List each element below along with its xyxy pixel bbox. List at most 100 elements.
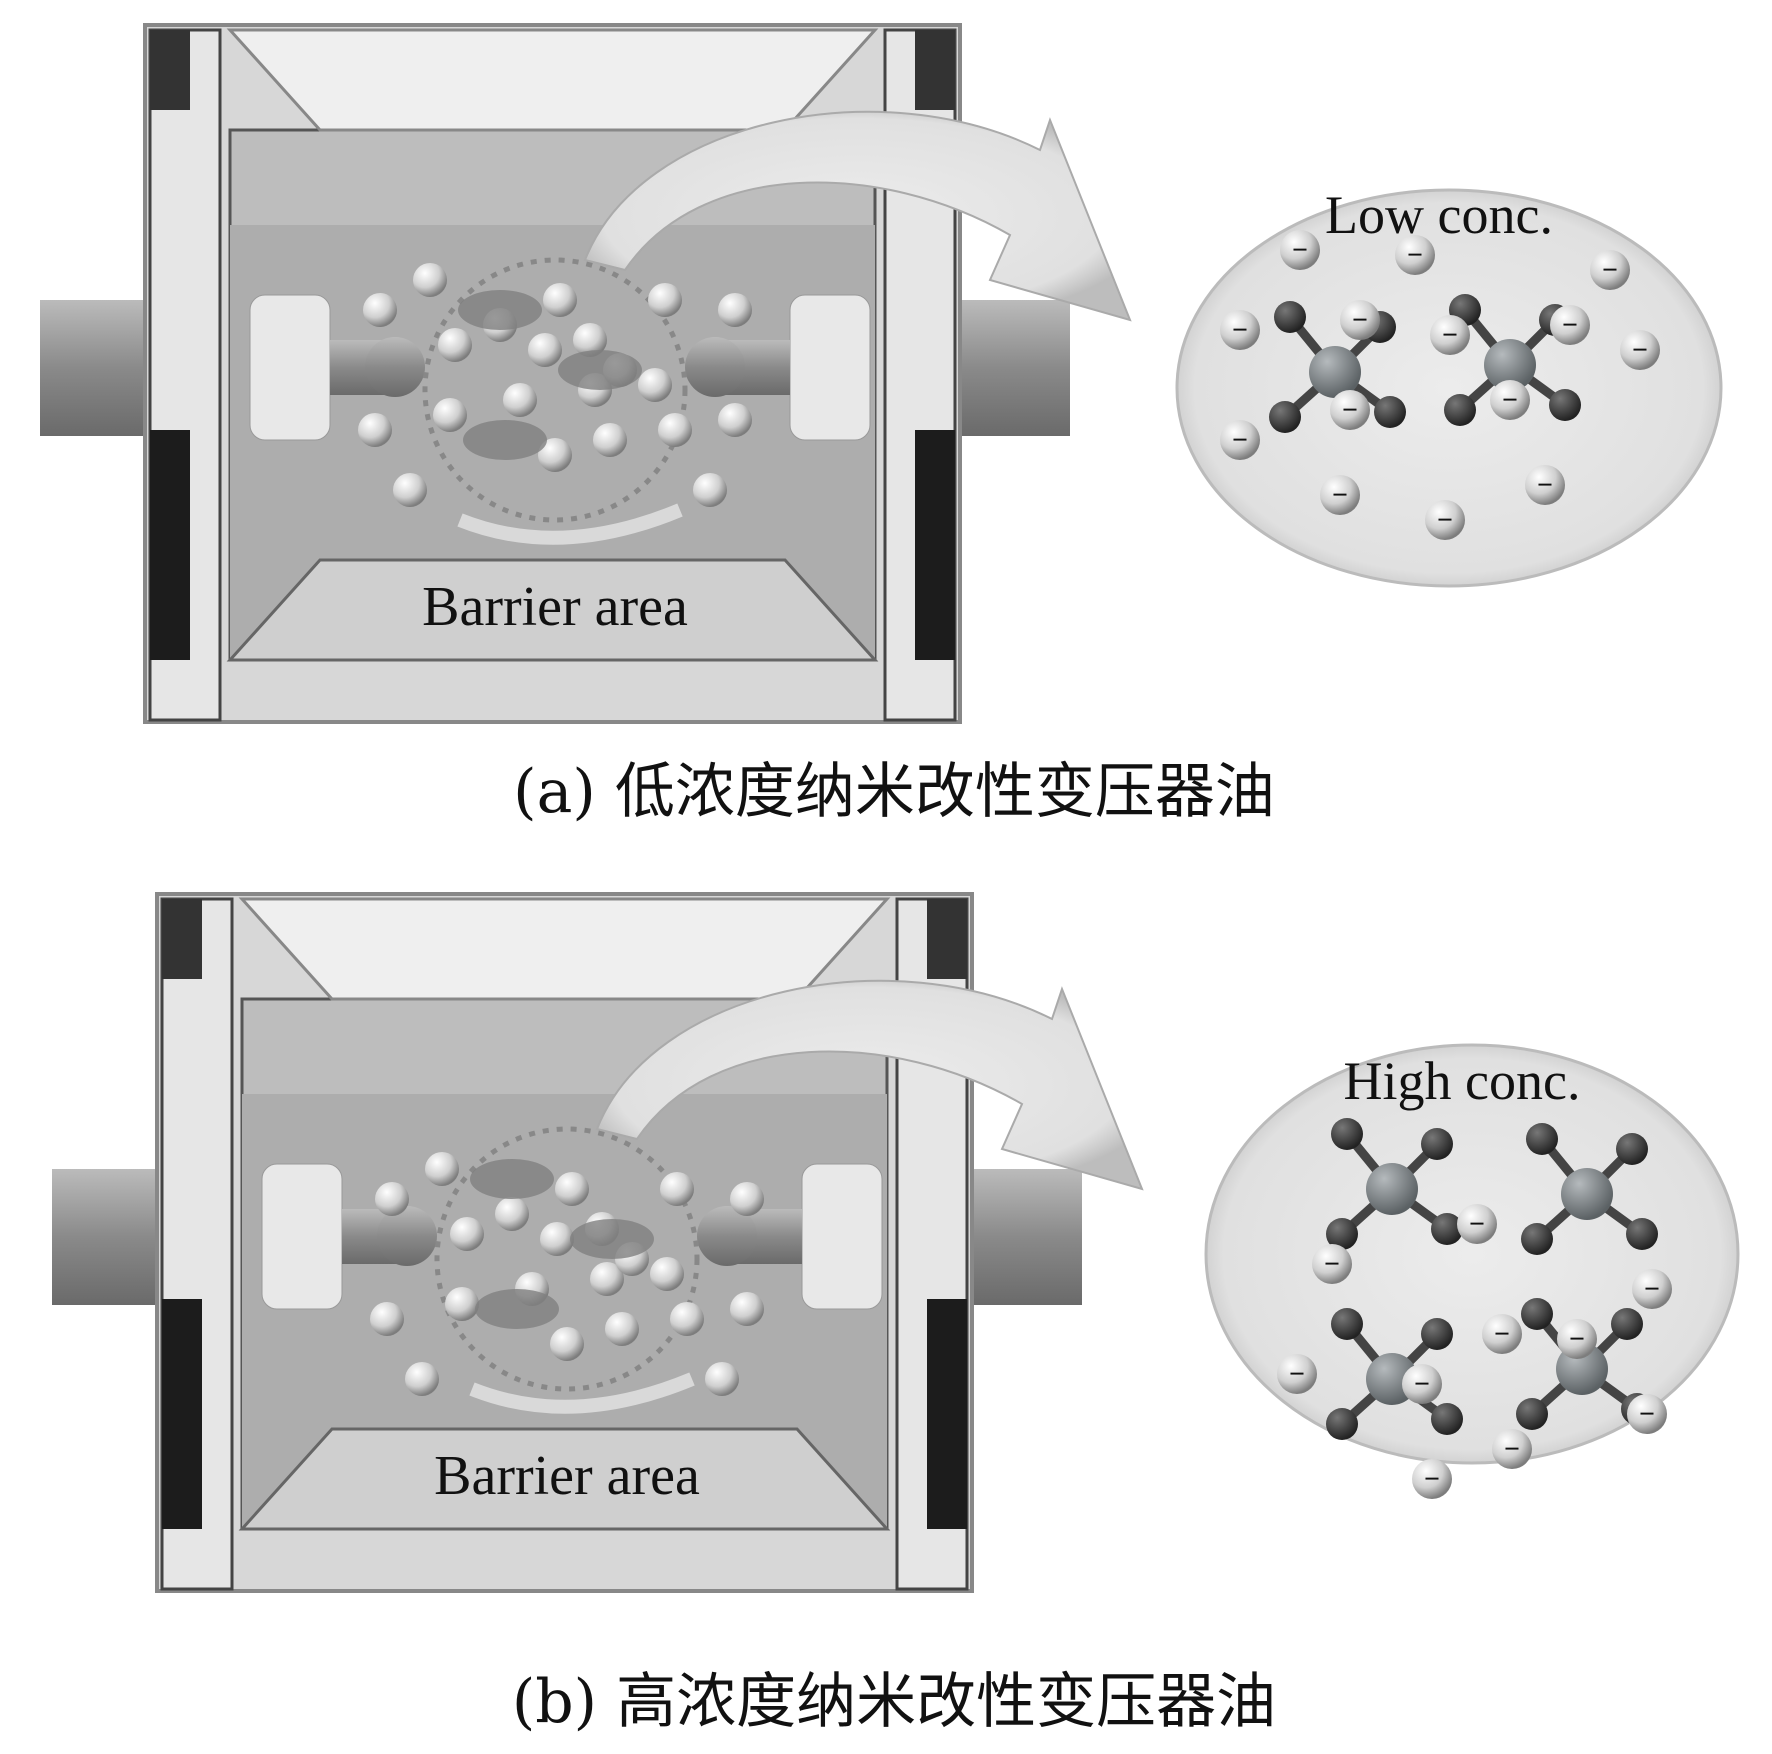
charge-cloud: [570, 1219, 654, 1259]
ion-charge-symbol: −: [1537, 470, 1553, 501]
negative-ion: −: [1330, 390, 1370, 430]
tank-top-face: [238, 897, 891, 1001]
oxygen-atom: [1616, 1133, 1648, 1165]
panel-low-concentration: −−−−−−−−−−−−−−Low conc.Barrier area: [40, 23, 1723, 724]
ion-sphere: [1490, 380, 1530, 420]
tank-top-face: [226, 28, 879, 132]
nanoparticle: [405, 1362, 439, 1396]
negative-ion: −: [1490, 380, 1530, 420]
negative-ion: −: [1632, 1269, 1672, 1309]
oxygen-atom: [1421, 1128, 1453, 1160]
oxygen-atom: [1521, 1223, 1553, 1255]
tank-bottom-face: [238, 1427, 891, 1531]
nanoparticle: [425, 1152, 459, 1186]
pillar-shadow: [927, 1299, 967, 1529]
ion-charge-symbol: −: [1424, 1464, 1440, 1495]
negative-ion: −: [1395, 235, 1435, 275]
oxygen-atom: [1521, 1298, 1553, 1330]
nanoparticle: [718, 293, 752, 327]
electrode-tip-left: [365, 337, 425, 397]
ion-charge-symbol: −: [1292, 235, 1308, 266]
nanoparticle: [658, 413, 692, 447]
ion-sphere: [1430, 315, 1470, 355]
negative-ion: −: [1620, 330, 1660, 370]
oxygen-atom: [1269, 401, 1301, 433]
center-atom: [1561, 1168, 1613, 1220]
center-atom: [1484, 339, 1536, 391]
pillar-shadow: [162, 899, 202, 979]
flow-arrow: [469, 1372, 695, 1414]
ion-charge-symbol: −: [1332, 480, 1348, 511]
nanoparticle: [538, 438, 572, 472]
negative-ion: −: [1430, 315, 1470, 355]
molecule-cluster: [1326, 1308, 1463, 1440]
negative-ion: −: [1550, 305, 1590, 345]
oxygen-atom: [1549, 389, 1581, 421]
ion-sphere: [1457, 1204, 1497, 1244]
nanoparticle: [650, 1257, 684, 1291]
nanoparticle: [573, 323, 607, 357]
nanoparticle: [495, 1197, 529, 1231]
panel-high-concentration: −−−−−−−−−−High conc.Barrier area: [52, 892, 1740, 1593]
oxygen-atom: [1444, 394, 1476, 426]
center-atom: [1309, 346, 1361, 398]
ion-sphere: [1482, 1314, 1522, 1354]
negative-ion: −: [1277, 1354, 1317, 1394]
molecule-cluster: [1521, 1123, 1658, 1255]
charge-cloud: [470, 1159, 554, 1199]
ion-charge-symbol: −: [1407, 240, 1423, 271]
nanoparticle: [528, 333, 562, 367]
electrode-disc-right: [801, 1163, 883, 1310]
ion-charge-symbol: −: [1289, 1359, 1305, 1390]
caption-a: (a) 低浓度纳米改性变压器油: [513, 757, 1275, 827]
nanoparticle: [363, 293, 397, 327]
nanoparticle: [393, 473, 427, 507]
nanoparticle: [730, 1182, 764, 1216]
nanoparticle: [358, 413, 392, 447]
barrier-area-label: Barrier area: [422, 576, 688, 638]
nanoparticle: [660, 1172, 694, 1206]
ion-charge-symbol: −: [1602, 255, 1618, 286]
ion-sphere: [1550, 305, 1590, 345]
zoom-circle: [1175, 188, 1723, 588]
zoom-concentration-label: Low conc.: [1325, 185, 1553, 245]
pillar-shadow: [927, 899, 967, 979]
pillar-shadow: [915, 30, 955, 110]
negative-ion: −: [1482, 1314, 1522, 1354]
nanoparticle: [503, 383, 537, 417]
caption-b: (b) 高浓度纳米改性变压器油: [512, 1667, 1276, 1737]
nanoparticle: [718, 403, 752, 437]
negative-ion: −: [1320, 475, 1360, 515]
ion-sphere: [1277, 1354, 1317, 1394]
nanoparticle: [438, 328, 472, 362]
nanoparticle: [605, 1312, 639, 1346]
pillar-shadow: [162, 1299, 202, 1529]
molecule-cluster: [1326, 1118, 1463, 1250]
ion-sphere: [1340, 300, 1380, 340]
oxygen-atom: [1526, 1123, 1558, 1155]
negative-ion: −: [1590, 250, 1630, 290]
nanoparticle: [433, 398, 467, 432]
ion-charge-symbol: −: [1502, 385, 1518, 416]
ion-sphere: [1395, 235, 1435, 275]
nanoparticle: [375, 1182, 409, 1216]
oxygen-atom: [1421, 1318, 1453, 1350]
ion-charge-symbol: −: [1442, 320, 1458, 351]
ion-charge-symbol: −: [1414, 1369, 1430, 1400]
ion-sphere: [1557, 1319, 1597, 1359]
ion-sphere: [1627, 1394, 1667, 1434]
nanoparticle: [550, 1327, 584, 1361]
pillar-shadow: [150, 30, 190, 110]
flow-arrow: [457, 503, 683, 545]
electrode-tip-right: [697, 1206, 757, 1266]
negative-ion: −: [1412, 1459, 1452, 1499]
nanoparticle: [450, 1217, 484, 1251]
ion-charge-symbol: −: [1324, 1249, 1340, 1280]
ion-sphere: [1525, 465, 1565, 505]
oxygen-atom: [1431, 1213, 1463, 1245]
electrode-tip-right: [685, 337, 745, 397]
ion-charge-symbol: −: [1352, 305, 1368, 336]
ion-sphere: [1425, 500, 1465, 540]
charge-cloud: [475, 1289, 559, 1329]
